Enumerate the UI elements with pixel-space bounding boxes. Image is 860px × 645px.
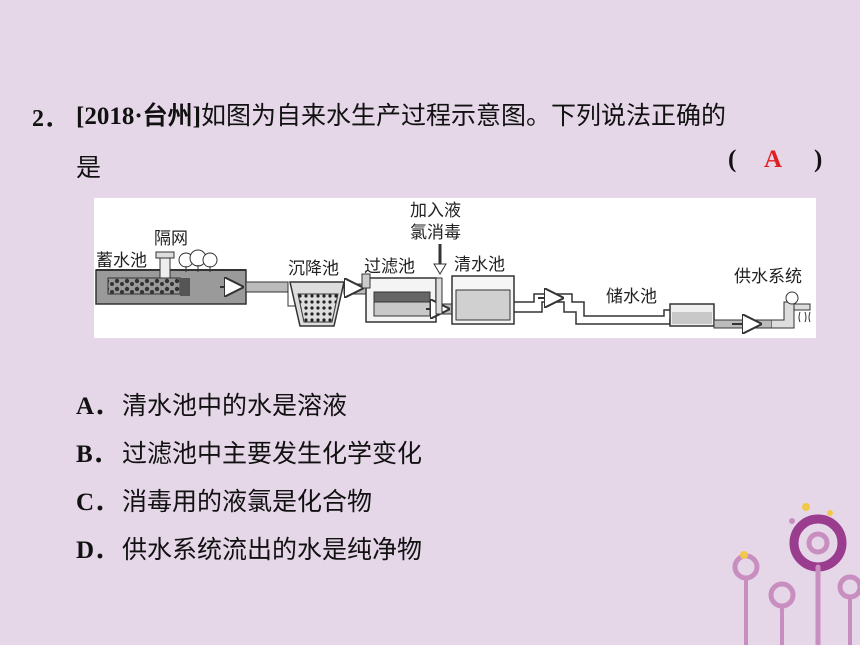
option-d[interactable]: D．供水系统流出的水是纯净物 bbox=[76, 530, 422, 566]
answer-letter: A bbox=[764, 146, 783, 173]
label-filter: 过滤池 bbox=[364, 257, 415, 277]
pipe-3 bbox=[426, 277, 453, 314]
option-b-letter: B． bbox=[76, 441, 118, 468]
water-treatment-diagram: 蓄水池 隔网 沉降池 过滤池 加入液 氯消毒 bbox=[94, 198, 816, 338]
question-number: 2． bbox=[32, 106, 68, 132]
label-clear-water: 清水池 bbox=[454, 255, 505, 275]
option-d-text: 供水系统流出的水是纯净物 bbox=[122, 535, 423, 564]
label-supply: 供水系统 bbox=[734, 267, 802, 287]
chlorine-arrow-icon bbox=[433, 244, 447, 275]
clear-water-tank bbox=[451, 275, 515, 325]
option-a-letter: A． bbox=[76, 393, 120, 420]
option-c[interactable]: C．消毒用的液氯是化合物 bbox=[76, 482, 372, 518]
storage-tank bbox=[669, 303, 715, 327]
question-stem-line1: [2018·台州]如图为自来水生产过程示意图。下列说法正确的 bbox=[76, 96, 726, 132]
pipe-1 bbox=[220, 282, 299, 307]
label-sedimentation: 沉降池 bbox=[288, 259, 339, 279]
sedimentation-tank bbox=[289, 281, 345, 327]
reservoir bbox=[95, 269, 247, 305]
decoration-flowers-icon bbox=[732, 503, 860, 645]
question-stem-text: 如图为自来水生产过程示意图。下列说法正确的 bbox=[201, 101, 727, 130]
label-chlorine-line2: 氯消毒 bbox=[410, 223, 461, 243]
trees-icon bbox=[178, 249, 218, 272]
option-c-letter: C． bbox=[76, 489, 120, 516]
pipe-5 bbox=[713, 301, 795, 328]
filter-tank bbox=[361, 273, 437, 323]
question-stem-line2: 是 bbox=[76, 153, 102, 182]
label-reservoir: 蓄水池 bbox=[96, 251, 147, 271]
paren-right: ) bbox=[814, 146, 823, 173]
option-b-text: 过滤池中主要发生化学变化 bbox=[122, 439, 423, 468]
label-storage: 储水池 bbox=[606, 287, 657, 307]
option-c-text: 消毒用的液氯是化合物 bbox=[122, 487, 373, 516]
label-screen: 隔网 bbox=[154, 229, 188, 249]
screen-mesh bbox=[155, 251, 175, 279]
option-a[interactable]: A．清水池中的水是溶液 bbox=[76, 386, 347, 422]
option-a-text: 清水池中的水是溶液 bbox=[122, 391, 348, 420]
question-source: [2018·台州] bbox=[76, 103, 201, 130]
faucet-icon bbox=[785, 291, 811, 323]
option-b[interactable]: B．过滤池中主要发生化学变化 bbox=[76, 434, 422, 470]
label-chlorine-line1: 加入液 bbox=[410, 201, 461, 221]
paren-left: ( bbox=[728, 146, 737, 173]
option-d-letter: D． bbox=[76, 537, 120, 564]
